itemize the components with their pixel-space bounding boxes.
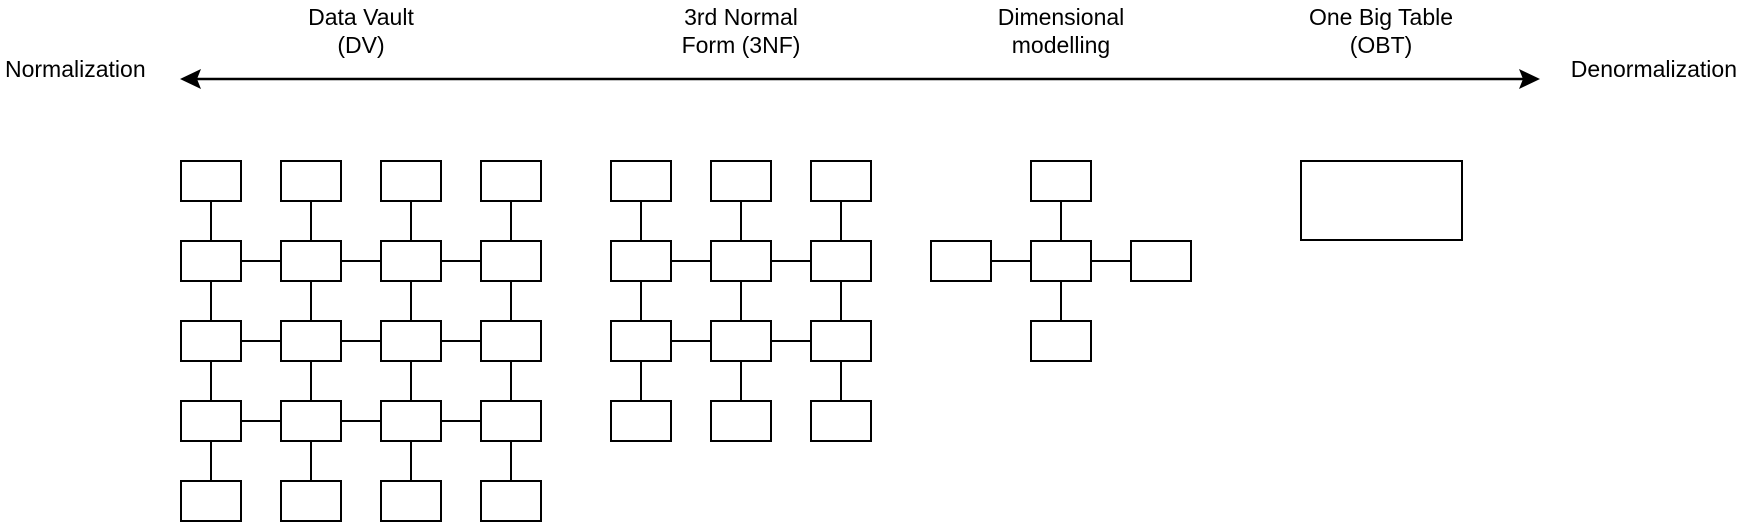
approach-label-third-normal-form-line2: Form (3NF) [681,32,801,58]
data-vault-schema-box [380,480,442,522]
third-normal-form-schema-box [810,240,872,282]
approach-label-data-vault-line2: (DV) [337,32,385,58]
data-vault-schema-box [480,320,542,362]
data-vault-schema-box [380,240,442,282]
data-vault-schema-box [180,240,242,282]
dimensional-star-schema-box [930,240,992,282]
approach-label-third-normal-form-line1: 3rd Normal [684,4,798,30]
approach-label-third-normal-form: 3rd Normal Form (3NF) [591,3,891,59]
approach-label-one-big-table-line1: One Big Table [1308,4,1454,30]
approach-label-dimensional-modelling: Dimensional modelling [911,3,1211,59]
approach-label-one-big-table-line2: (OBT) [1349,32,1413,58]
data-vault-schema-box [180,400,242,442]
axis-right-label: Denormalization [1570,56,1737,82]
approach-label-data-vault-line1: Data Vault [308,4,414,30]
data-vault-schema-box [280,160,342,202]
third-normal-form-schema-box [610,240,672,282]
data-vault-schema-box [180,480,242,522]
data-vault-schema-box [480,240,542,282]
one-big-table-schema-box [1300,160,1463,241]
data-vault-schema-box [380,320,442,362]
third-normal-form-schema-box [810,400,872,442]
third-normal-form-schema-box [710,320,772,362]
dimensional-star-schema-box [1130,240,1192,282]
third-normal-form-schema-box [710,400,772,442]
data-vault-schema-box [480,160,542,202]
data-vault-schema-box [480,480,542,522]
third-normal-form-schema-box [810,320,872,362]
third-normal-form-schema-box [610,320,672,362]
axis-left-label: Normalization [5,56,146,82]
dimensional-star-schema-box [1030,320,1092,362]
approach-label-dimensional-modelling-line1: Dimensional [997,4,1125,30]
data-vault-schema-box [180,160,242,202]
approach-label-dimensional-modelling-line2: modelling [1011,32,1111,58]
axis-arrowhead-right [1519,69,1540,89]
third-normal-form-schema-box [610,400,672,442]
data-vault-schema-box [380,160,442,202]
approach-label-data-vault: Data Vault (DV) [211,3,511,59]
third-normal-form-schema-box [610,160,672,202]
data-vault-schema-box [180,320,242,362]
data-vault-schema-box [280,320,342,362]
dimensional-star-schema-box [1030,240,1092,282]
data-vault-schema-box [280,240,342,282]
data-vault-schema-box [380,400,442,442]
third-normal-form-schema-box [710,240,772,282]
dimensional-star-schema-box [1030,160,1092,202]
data-vault-schema-box [480,400,542,442]
approach-label-one-big-table: One Big Table (OBT) [1231,3,1531,59]
data-vault-schema-box [280,480,342,522]
axis-arrowhead-left [180,69,201,89]
data-vault-schema-box [280,400,342,442]
third-normal-form-schema-box [710,160,772,202]
third-normal-form-schema-box [810,160,872,202]
